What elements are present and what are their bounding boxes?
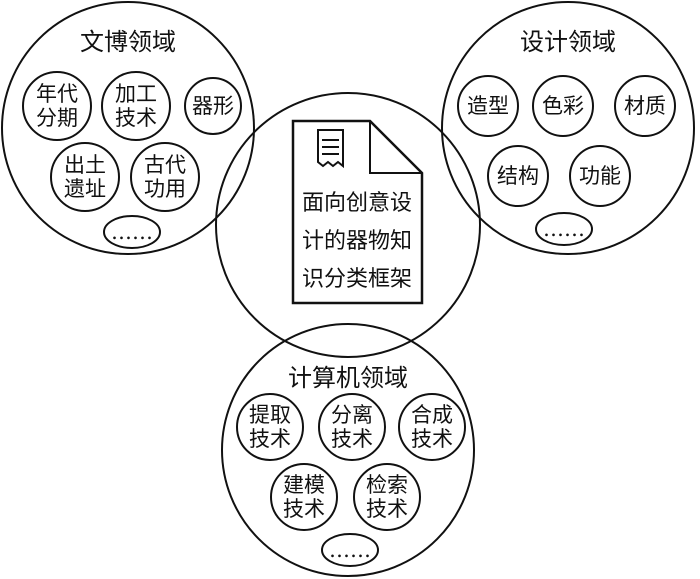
concept-node-circle bbox=[535, 212, 593, 246]
concept-node-label: 技术 bbox=[366, 497, 408, 521]
domain-circle-design bbox=[441, 1, 695, 255]
concept-node-circle bbox=[353, 463, 421, 531]
concept-node-circle bbox=[318, 393, 386, 461]
concept-node-label: 加工 bbox=[115, 82, 157, 106]
concept-node-circle bbox=[50, 142, 120, 212]
concept-node-circle bbox=[487, 145, 549, 207]
concept-node: …… bbox=[103, 215, 161, 249]
concept-node: 造型 bbox=[457, 75, 519, 137]
concept-node-label: 遗址 bbox=[64, 177, 106, 201]
concept-node: …… bbox=[321, 533, 379, 567]
document-icon bbox=[317, 129, 344, 169]
concept-node-circle bbox=[270, 463, 338, 531]
concept-node: 材质 bbox=[614, 75, 676, 137]
concept-node-label: 技术 bbox=[115, 106, 157, 130]
domain-museum: 文博领域年代分期加工技术器形出土遗址古代功用…… bbox=[1, 1, 255, 255]
concept-node-circle bbox=[184, 77, 242, 135]
concept-node-label: 功能 bbox=[579, 164, 621, 188]
concept-node-label: 造型 bbox=[467, 94, 509, 118]
concept-node-circle bbox=[532, 75, 594, 137]
concept-node-circle bbox=[236, 393, 304, 461]
concept-node-label: 年代 bbox=[36, 82, 78, 106]
concept-node-circle bbox=[101, 71, 171, 141]
domain-title-design: 设计领域 bbox=[520, 28, 616, 56]
concept-node-label: 结构 bbox=[497, 164, 539, 188]
concept-node: 功能 bbox=[569, 145, 631, 207]
concept-node-label: 技术 bbox=[331, 427, 373, 451]
concept-node: 色彩 bbox=[532, 75, 594, 137]
concept-node-label: 功用 bbox=[144, 177, 186, 201]
concept-node-label: 分离 bbox=[331, 403, 373, 427]
concept-node-label: 提取 bbox=[249, 403, 291, 427]
concept-node-label: 技术 bbox=[411, 427, 453, 451]
concept-node-circle bbox=[614, 75, 676, 137]
concept-node-circle bbox=[22, 71, 92, 141]
document-fold bbox=[369, 121, 422, 174]
document-icon-outline bbox=[317, 129, 344, 169]
center-title-line: 面向创意设 bbox=[302, 191, 412, 216]
concept-node-label: …… bbox=[111, 220, 153, 244]
concept-node-label: 技术 bbox=[249, 427, 291, 451]
center-title-line: 识分类框架 bbox=[302, 267, 412, 292]
concept-node-circle bbox=[569, 145, 631, 207]
domain-title-computer: 计算机领域 bbox=[288, 364, 408, 392]
domain-circle-museum bbox=[1, 1, 255, 255]
concept-node-label: 材质 bbox=[624, 94, 666, 118]
concept-node: …… bbox=[535, 212, 593, 246]
concept-node-label: 色彩 bbox=[542, 94, 584, 118]
concept-node-label: 出土 bbox=[64, 153, 106, 177]
concept-node-label: 技术 bbox=[283, 497, 325, 521]
concept-node-label: 古代 bbox=[144, 153, 186, 177]
concept-node: 结构 bbox=[487, 145, 549, 207]
concept-node-label: …… bbox=[329, 538, 371, 562]
concept-node-label: …… bbox=[543, 217, 585, 241]
concept-node-label: 器形 bbox=[192, 94, 234, 118]
center-title-line: 计的器物知 bbox=[302, 229, 412, 254]
concept-node-label: 建模 bbox=[283, 473, 325, 497]
concept-node-circle bbox=[457, 75, 519, 137]
concept-node-label: 合成 bbox=[411, 403, 453, 427]
concept-node: 器形 bbox=[184, 77, 242, 135]
concept-node-circle bbox=[103, 215, 161, 249]
concept-node-circle bbox=[321, 533, 379, 567]
concept-node-label: 检索 bbox=[366, 473, 408, 497]
domain-computer: 计算机领域提取技术分离技术合成技术建模技术检索技术…… bbox=[221, 323, 475, 577]
document-shape bbox=[291, 119, 424, 305]
concept-node-label: 分期 bbox=[36, 106, 78, 130]
center-circle bbox=[215, 92, 481, 358]
concept-node-circle bbox=[398, 393, 466, 461]
domain-circle-computer bbox=[221, 323, 475, 577]
domain-title-museum: 文博领域 bbox=[80, 28, 176, 56]
concept-node-circle bbox=[130, 142, 200, 212]
